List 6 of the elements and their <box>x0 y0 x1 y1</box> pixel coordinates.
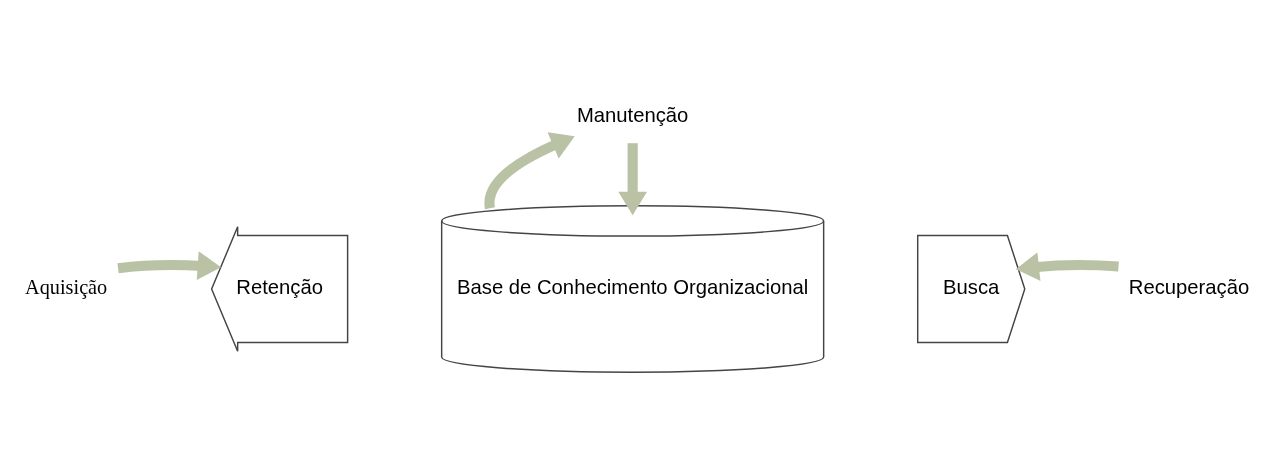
arrow <box>117 251 222 280</box>
node-text: Recuperação <box>1128 276 1250 299</box>
arrow <box>618 143 648 216</box>
node-text: Manutenção <box>576 104 689 127</box>
node-text: Aquisição <box>25 276 108 299</box>
arrow <box>1015 252 1119 281</box>
